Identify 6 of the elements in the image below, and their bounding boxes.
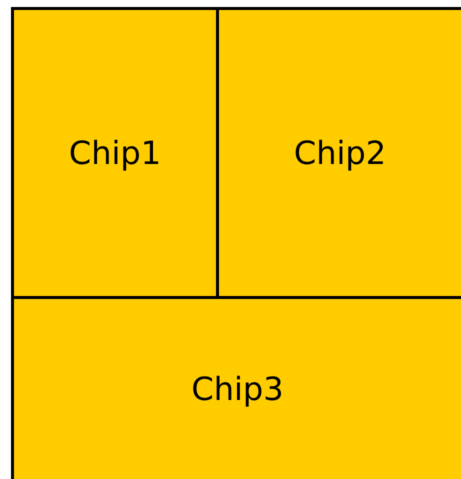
chip-block [11,7,219,299]
chip-label: Chip2 [294,134,386,172]
chip-label: Chip1 [68,134,162,172]
chip-label: Chip3 [191,370,284,408]
chip-block [216,7,461,299]
chip-block [11,296,461,479]
